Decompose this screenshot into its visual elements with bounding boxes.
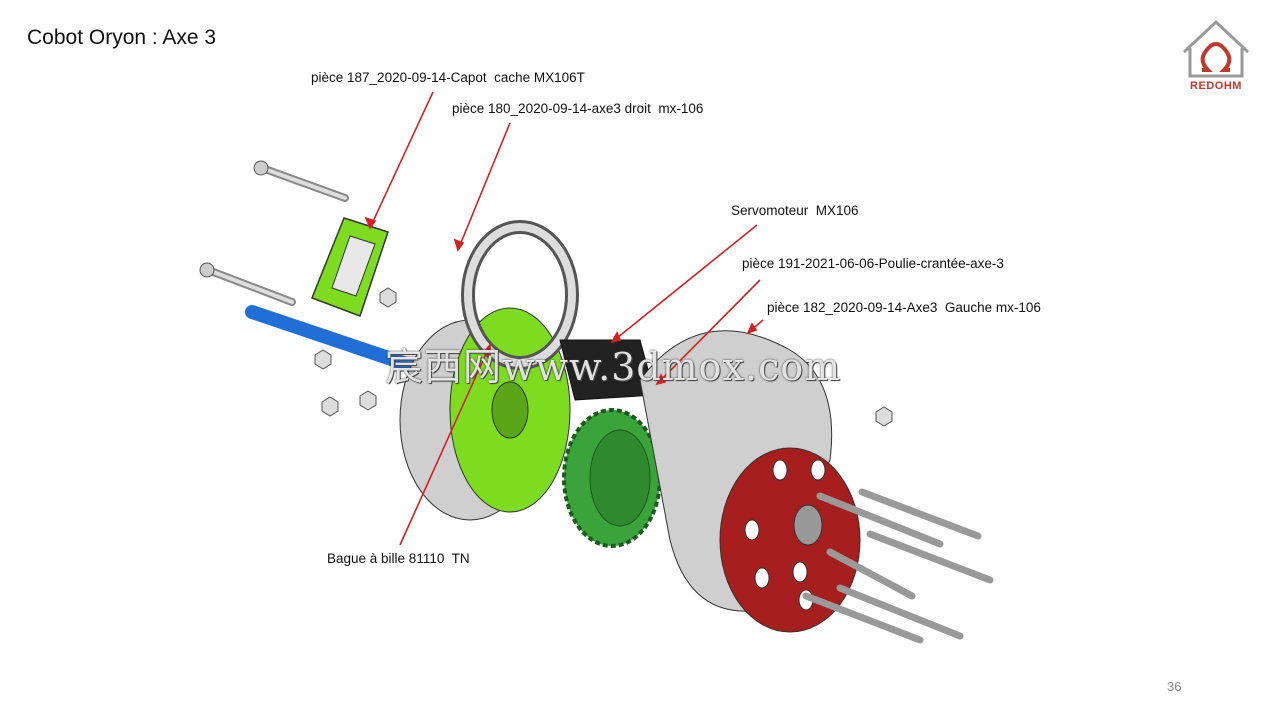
- nuts: [314, 287, 893, 427]
- label-poulie: pièce 191-2021-06-06-Poulie-crantée-axe-…: [742, 256, 1004, 271]
- capot-cache: [311, 217, 389, 317]
- blue-rod: [245, 305, 437, 379]
- screws-right: [802, 488, 994, 644]
- house-omega-icon: [1182, 19, 1250, 78]
- label-bague: Bague à bille 81110 TN: [327, 551, 470, 566]
- leader-lines: [364, 91, 764, 546]
- page-number: 36: [1167, 679, 1182, 694]
- bolt-upper: [253, 160, 349, 202]
- red-disc-bearing: [793, 504, 823, 546]
- label-axe3-gauche: pièce 182_2020-09-14-Axe3 Gauche mx-106: [767, 300, 1041, 315]
- watermark: 宸西网www.3dmox.com: [385, 345, 842, 389]
- logo-text: REDOHM: [1190, 80, 1242, 92]
- green-disc-hub: [491, 381, 529, 439]
- redohm-logo: REDOHM: [1180, 18, 1252, 96]
- red-disc-holes: [744, 459, 826, 611]
- label-servomoteur: Servomoteur MX106: [731, 203, 859, 218]
- slide-title: Cobot Oryon : Axe 3: [27, 26, 217, 49]
- bolt-lower: [199, 262, 296, 306]
- label-capot: pièce 187_2020-09-14-Capot cache MX106T: [311, 70, 585, 85]
- red-disc: [719, 447, 861, 633]
- label-axe3-droit: pièce 180_2020-09-14-axe3 droit mx-106: [452, 101, 704, 116]
